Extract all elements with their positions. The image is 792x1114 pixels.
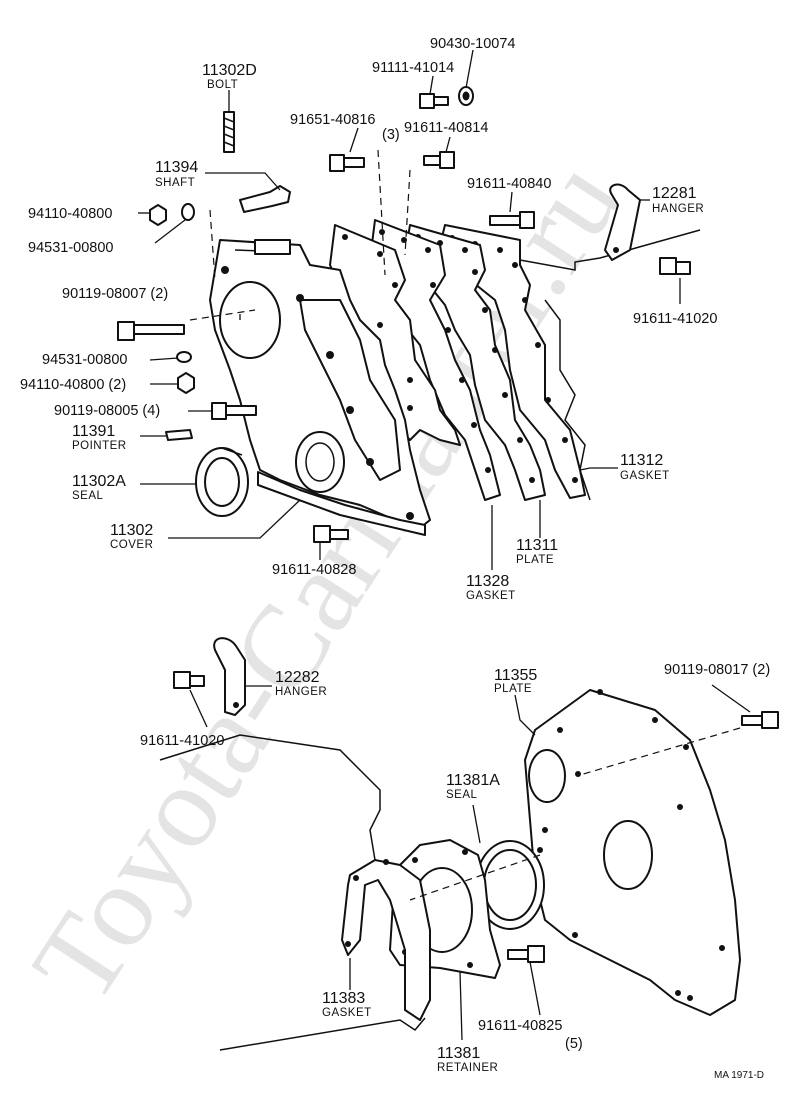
- seal-11381A: [475, 840, 545, 930]
- bolt-91611-40814: [423, 151, 455, 169]
- bolt-90119-08017: [741, 711, 779, 729]
- label-11312-name: GASKET: [620, 470, 670, 482]
- bolt-91651: [329, 154, 365, 172]
- plate-11311: [404, 224, 546, 501]
- bolt-91611-40825: [507, 945, 545, 963]
- label-11381A-name: SEAL: [446, 789, 478, 801]
- label-90119-08007-no: 90119-08007 (2): [62, 286, 168, 302]
- label-11381-no: 11381: [437, 1045, 480, 1062]
- timing-cover-11302: [209, 239, 431, 536]
- pointer-11391: [165, 429, 193, 441]
- hanger-12282: [213, 637, 246, 716]
- label-11355-name: PLATE: [494, 683, 532, 695]
- bolt-91611-41020-bot: [173, 671, 205, 689]
- label-91611-40825-no: 91611-40825: [478, 1018, 562, 1034]
- label-11394-name: SHAFT: [155, 177, 195, 189]
- engine-block-bottom: [159, 734, 426, 1051]
- label-11383-no: 11383: [322, 990, 365, 1007]
- bolt-91611-40840: [489, 211, 535, 229]
- label-12281-no: 12281: [652, 185, 697, 202]
- label-91611-41020-top-no: 91611-41020: [633, 311, 717, 327]
- label-11383-name: GASKET: [322, 1007, 372, 1019]
- bolt-90119-08007: [117, 321, 185, 341]
- label-91651-qty: (3): [382, 127, 400, 143]
- label-12281-name: HANGER: [652, 203, 704, 215]
- label-11355-no: 11355: [494, 667, 537, 684]
- label-12282-name: HANGER: [275, 686, 327, 698]
- labels: 11302D BOLT 90430-10074 91111-41014 9165…: [20, 36, 770, 1081]
- shaft-11394: [239, 185, 291, 213]
- bolt-91611-41020-top: [659, 257, 691, 275]
- diagram-code: MA 1971-D: [714, 1070, 764, 1081]
- label-11302A-name: SEAL: [72, 490, 104, 502]
- bolt-91111: [419, 93, 449, 109]
- label-94531-top-no: 94531-00800: [28, 240, 113, 256]
- washer-94531-top: [181, 203, 195, 221]
- label-11302-name: COVER: [110, 539, 153, 551]
- label-91611-40814-no: 91611-40814: [404, 120, 488, 136]
- label-90430-no: 90430-10074: [430, 36, 515, 52]
- plate-11355: [524, 689, 741, 1016]
- label-90119-08017-no: 90119-08017 (2): [664, 662, 770, 678]
- gasket-11383: [341, 859, 431, 1021]
- label-11328-no: 11328: [466, 573, 509, 590]
- label-11311-name: PLATE: [516, 554, 554, 566]
- label-94110-mid-no: 94110-40800 (2): [20, 377, 126, 393]
- engine-block-top: [519, 229, 701, 501]
- washer-90430: [458, 86, 474, 106]
- label-11391-name: POINTER: [72, 440, 127, 452]
- label-91611-40825-qty: (5): [565, 1036, 583, 1052]
- seal-11302A: [195, 447, 249, 517]
- bolt-11302D: [223, 111, 235, 153]
- bolt-90119-08005: [211, 402, 257, 420]
- label-11312-no: 11312: [620, 452, 663, 469]
- label-11328-name: GASKET: [466, 590, 516, 602]
- label-11302D-no: 11302D: [202, 62, 257, 79]
- label-91651-no: 91651-40816: [290, 112, 375, 128]
- label-90119-08005-no: 90119-08005 (4): [54, 403, 160, 419]
- label-94110-top-no: 94110-40800: [28, 206, 112, 222]
- bolt-91611-40828: [313, 525, 349, 543]
- nut-94110-top: [149, 204, 167, 226]
- label-11381-name: RETAINER: [437, 1062, 498, 1074]
- washer-94531-mid: [176, 351, 192, 363]
- label-11302A-no: 11302A: [72, 473, 126, 490]
- label-91611-41020-bot-no: 91611-41020: [140, 733, 224, 749]
- leaders-top: [138, 49, 681, 570]
- label-11311-no: 11311: [516, 537, 558, 554]
- label-11394-no: 11394: [155, 159, 198, 176]
- hanger-12281: [604, 183, 641, 261]
- label-11391-no: 11391: [72, 423, 115, 440]
- leaders-bottom: [189, 684, 751, 1041]
- label-11302-no: 11302: [110, 522, 153, 539]
- gasket-11312: [439, 224, 586, 499]
- nut-94110-mid: [177, 372, 195, 394]
- label-91611-40828-no: 91611-40828: [272, 562, 356, 578]
- label-91111-no: 91111-41014: [372, 60, 454, 76]
- label-94531-mid-no: 94531-00800: [42, 352, 127, 368]
- label-91611-40840-no: 91611-40840: [467, 176, 551, 192]
- label-11381A-no: 11381A: [446, 772, 500, 789]
- label-11302D-name: BOLT: [207, 79, 238, 91]
- label-12282-no: 12282: [275, 669, 320, 686]
